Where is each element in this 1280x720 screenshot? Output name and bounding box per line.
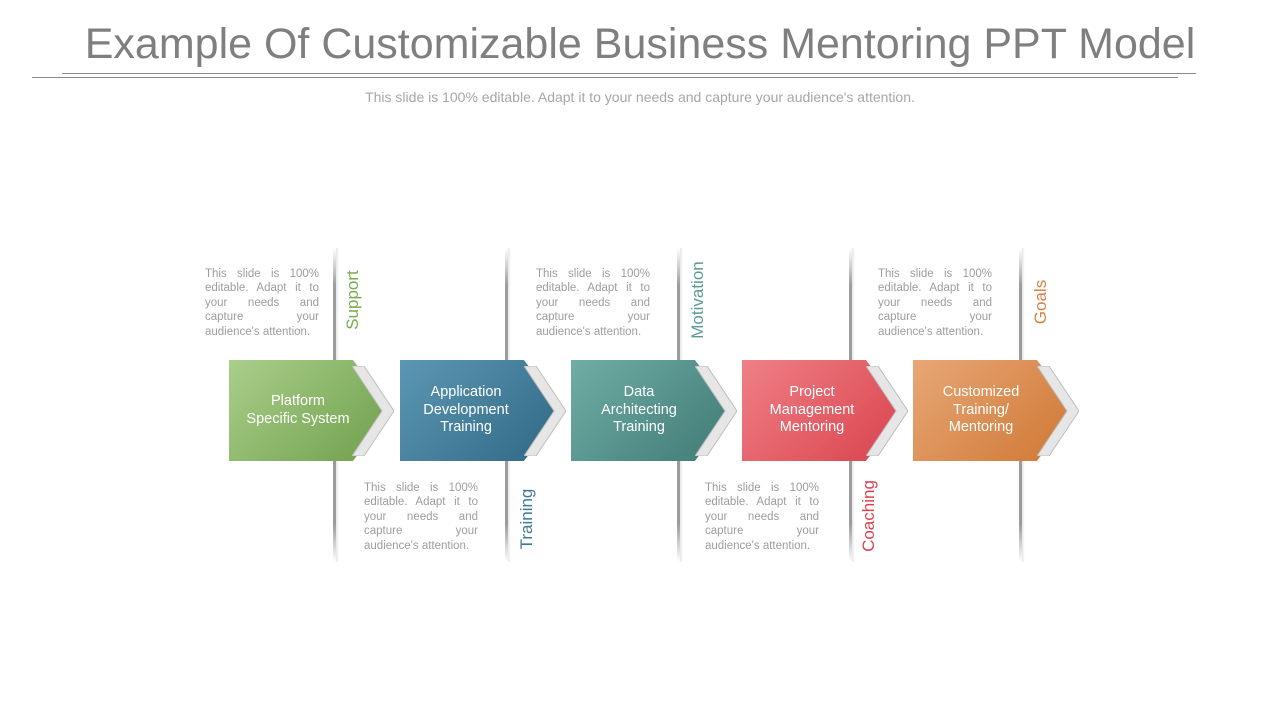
stage-label-goals: Goals — [1031, 279, 1050, 325]
step-label-customized: Customized Training/ Mentoring — [942, 384, 1020, 436]
chevron-icon — [1037, 366, 1079, 456]
description-text-4: This slide is 100% editable. Adapt it to… — [705, 482, 819, 552]
stage-label-training: Training — [517, 488, 536, 550]
chevron-icon — [352, 366, 394, 456]
step-label-data: Data Architecting Training — [601, 384, 677, 436]
chevron-icon — [866, 366, 908, 456]
chevron-icon — [524, 366, 566, 456]
stage-label-support: Support — [343, 270, 362, 330]
title-divider-bottom — [32, 77, 1178, 78]
slide-title: Example Of Customizable Business Mentori… — [84, 20, 1196, 68]
description-text-3: This slide is 100% editable. Adapt it to… — [536, 268, 650, 338]
description-text-2: This slide is 100% editable. Adapt it to… — [364, 482, 478, 552]
slide-subtitle: This slide is 100% editable. Adapt it to… — [365, 89, 915, 105]
stage-label-coaching: Coaching — [859, 480, 878, 552]
step-label-project: Project Management Mentoring — [769, 384, 855, 436]
stage-label-motivation: Motivation — [688, 261, 707, 339]
chevron-icon — [695, 366, 737, 456]
step-label-platform: Platform Specific System — [246, 393, 350, 427]
description-text-1: This slide is 100% editable. Adapt it to… — [205, 268, 319, 338]
title-divider-top — [62, 73, 1196, 74]
description-text-5: This slide is 100% editable. Adapt it to… — [878, 268, 992, 338]
step-label-application: Application Development Training — [423, 384, 509, 436]
